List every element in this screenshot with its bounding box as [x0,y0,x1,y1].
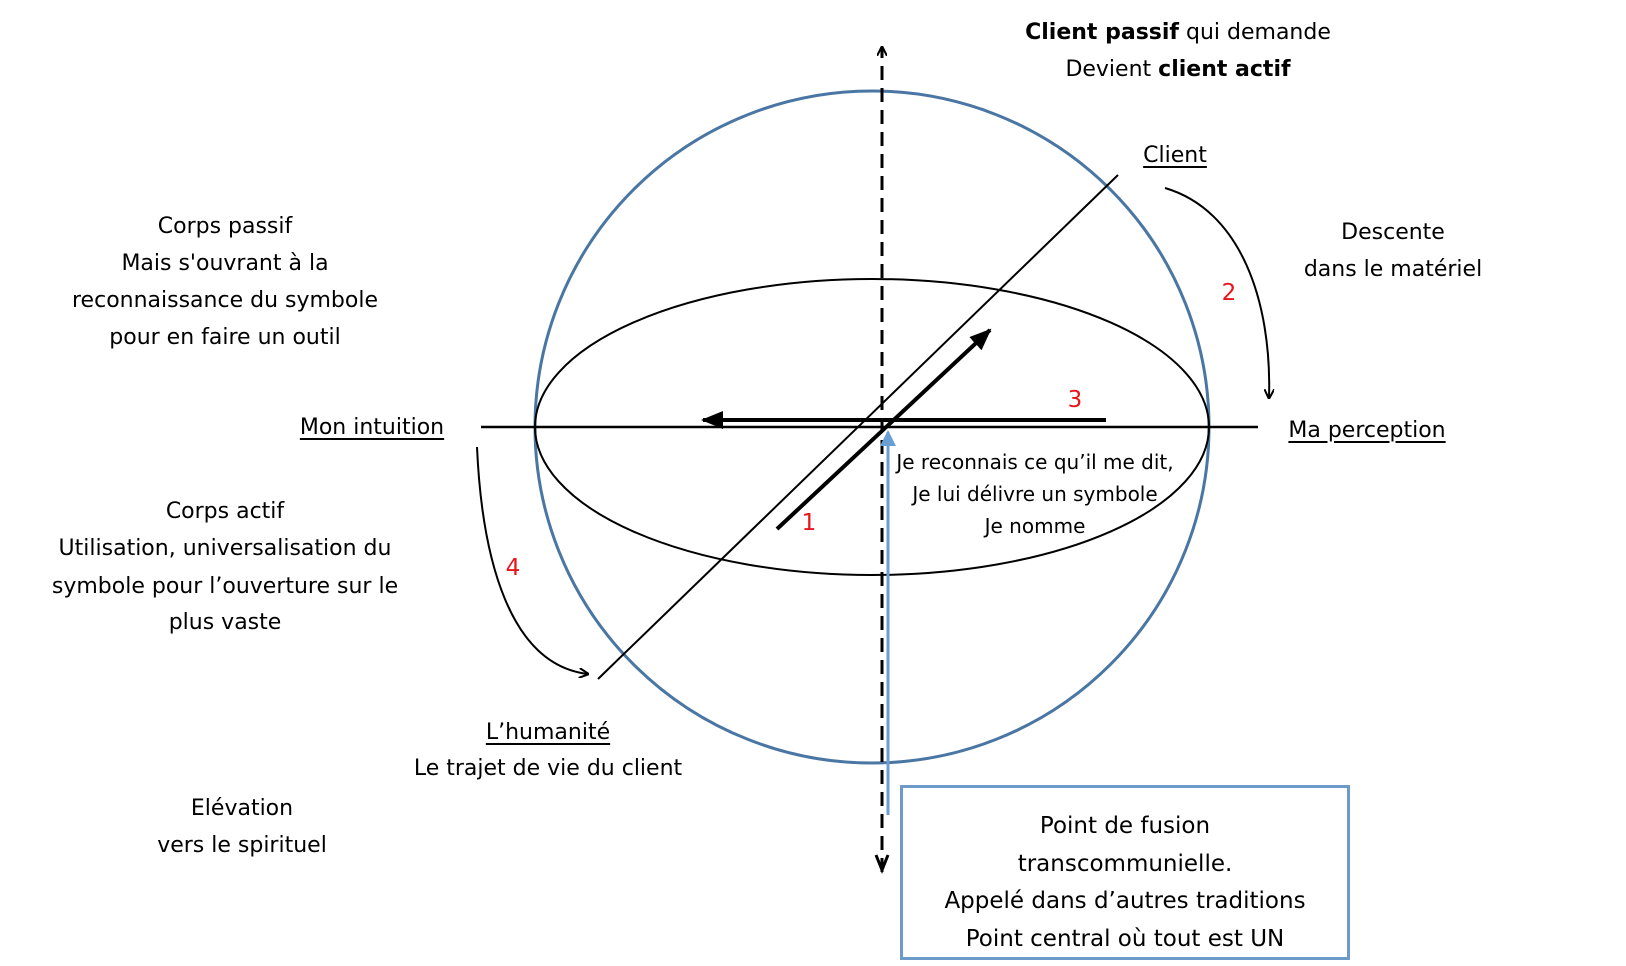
humanite-title: L’humanité [485,720,611,745]
corps-passif-line: pour en faire un outil [109,325,341,350]
corps-passif-line: reconnaissance du symbole [72,288,378,313]
center-text-line: Je lui délivre un symbole [912,482,1158,506]
client-passif-label: Client passif qui demande [1025,20,1331,45]
corps-actif-line: symbole pour l’ouverture sur le [51,574,399,599]
step-number-4: 4 [505,555,521,581]
curved-arrow-2 [1164,187,1269,398]
elevation-line-2: vers le spirituel [157,833,327,858]
center-text-line: Je nomme [984,514,1086,538]
client-label: Client [1143,143,1207,168]
center-text-line: Je reconnais ce qu’il me dit, [896,450,1174,474]
descente-line-2: dans le matériel [1303,257,1483,282]
elevation-line-1: Elévation [190,796,294,821]
fusion-box-line: Point de fusion [1039,813,1211,839]
descente-line-1: Descente [1341,220,1445,245]
corps-passif-line: Mais s'ouvrant à la [121,251,329,276]
diagonal-axis [597,174,1119,680]
curved-arrow-4 [476,446,588,674]
step-number-3: 3 [1067,387,1083,413]
step-number-2: 2 [1221,280,1237,306]
step-number-1: 1 [801,510,817,536]
humanite-subtitle: Le trajet de vie du client [413,756,683,781]
arrow-1 [775,328,992,531]
client-actif-label: Devient client actif [1065,57,1291,82]
ma-perception-label: Ma perception [1288,418,1446,443]
corps-actif-title: Corps actif [165,499,285,524]
fusion-box-line: transcommunielle. [1017,850,1233,877]
fusion-box-line: Appelé dans d’autres traditions [944,888,1306,914]
corps-actif-line: Utilisation, universalisation du [58,536,392,561]
corps-actif-line: plus vaste [168,610,282,635]
corps-passif-title: Corps passif [157,214,293,239]
mon-intuition-label: Mon intuition [299,415,445,440]
fusion-point-box: Point de fusion transcommunielle. Appelé… [900,785,1350,960]
axis-bottom-arrowhead [874,854,890,875]
fusion-box-line: Point central où tout est UN [965,925,1285,952]
